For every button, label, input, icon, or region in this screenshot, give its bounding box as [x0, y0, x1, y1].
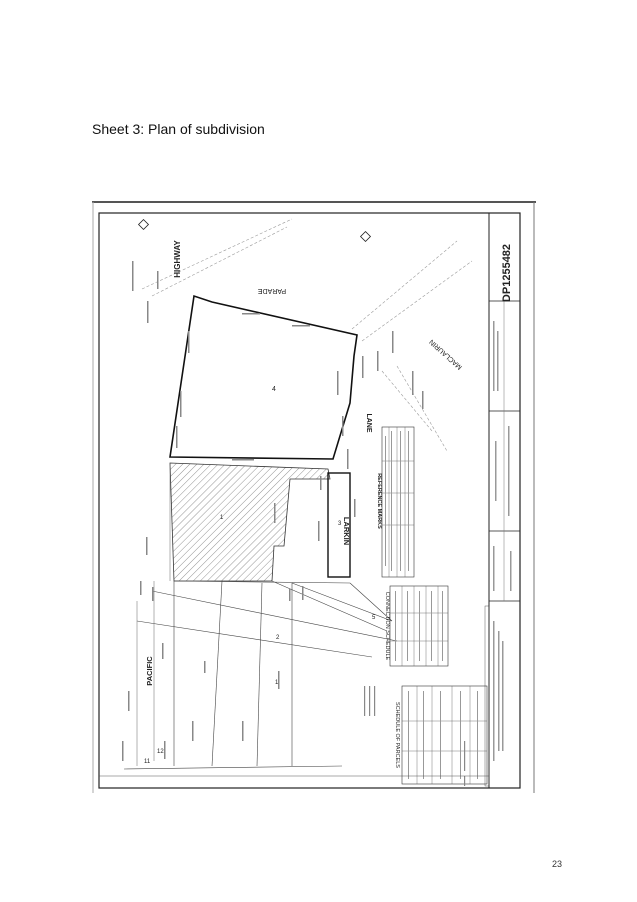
title-block-text	[493, 321, 512, 761]
survey-marker	[137, 218, 372, 243]
road-name-highway: HIGHWAY	[173, 240, 182, 278]
lot-number-5: 5	[372, 615, 376, 621]
plan-legend	[364, 686, 466, 786]
bearing-annotations	[122, 261, 424, 761]
plan-background	[92, 201, 536, 793]
lot-3-boundary	[327, 472, 351, 578]
drawing-frame	[98, 212, 521, 789]
road-name-lane: LANE	[365, 413, 372, 432]
frontage-ticks	[136, 463, 171, 766]
lot-number-11: 11	[144, 759, 151, 765]
road-name-larkin: LARKIN	[342, 517, 351, 545]
plan-number: DP1255482	[501, 244, 513, 302]
road-reserve-lines	[141, 218, 473, 452]
page-title: Sheet 3: Plan of subdivision	[92, 121, 265, 137]
connection-schedule-title: CONNECTION SCHEDULE	[384, 592, 390, 661]
lot-number-3: 3	[338, 521, 342, 527]
lot-number-2: 2	[276, 635, 280, 641]
reference-marks-title: REFERENCE MARKS	[376, 473, 382, 529]
road-name-parade: PARADE	[258, 287, 287, 294]
lot-number-1: 1	[220, 515, 224, 521]
lot-lines	[123, 580, 398, 770]
connection-schedule-table: CONNECTION SCHEDULE	[384, 585, 449, 667]
lot-number-12: 12	[157, 749, 164, 755]
lot-number-4: 4	[272, 386, 276, 393]
lot-number-1b: 1	[275, 680, 279, 686]
schedule-of-parcels-table: SCHEDULE OF PARCELS	[394, 605, 490, 787]
reference-marks-table: REFERENCE MARKS	[376, 426, 415, 578]
plan-drawing: DP1255482	[92, 201, 536, 793]
page-number: 23	[552, 859, 563, 869]
plan-of-subdivision: DP1255482	[92, 201, 536, 793]
schedule-of-parcels-title: SCHEDULE OF PARCELS	[394, 702, 400, 768]
lot-4-boundary	[169, 294, 358, 460]
road-name-pacific: PACIFIC	[145, 656, 154, 686]
